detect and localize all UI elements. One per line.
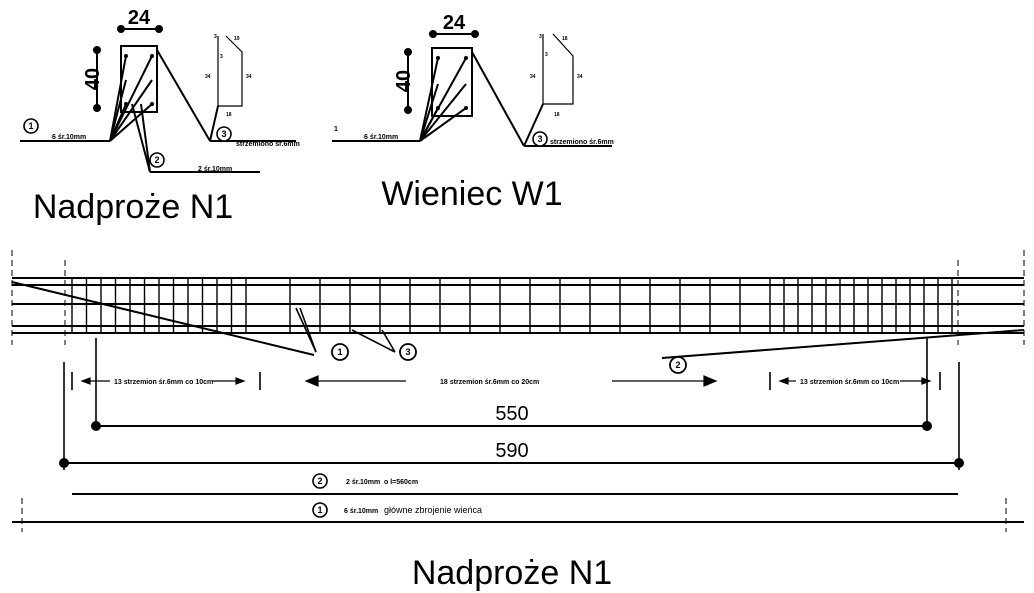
section-n1: 24 40 3 — [20, 7, 300, 226]
bar1-marker: 1 — [317, 505, 322, 515]
w1-width-dimension: 24 — [443, 12, 466, 34]
dimension-550: 550 — [495, 403, 528, 425]
w1-stirrup-dim: 18 — [554, 112, 560, 118]
bar2-count: 2 śr.10mm — [346, 479, 380, 486]
dimension-590: 590 — [495, 440, 528, 462]
n1-marker-3: 3 — [221, 129, 226, 139]
w1-marker-3: 3 — [537, 134, 542, 144]
w1-stirrup-dim: 18 — [562, 36, 568, 42]
n1-marker-1: 1 — [28, 121, 33, 131]
elevation-marker-1: 1 — [337, 347, 342, 357]
elevation-marker-2: 2 — [675, 360, 680, 370]
w1-stirrup-dim: 34 — [530, 74, 536, 80]
w1-section-title: Wieniec W1 — [381, 175, 562, 213]
stirrups-left-label: 13 strzemion śr.6mm co 10cm — [114, 379, 213, 386]
n1-stirrup-dim: 34 — [246, 74, 252, 80]
w1-bar3-label: strzemiono śr.6mm — [550, 139, 614, 146]
elevation-title: Nadproże N1 — [412, 554, 612, 592]
bar2-length: o l=560cm — [384, 479, 418, 486]
w1-stirrup-dim: 3 — [545, 52, 548, 58]
bar2-marker: 2 — [317, 476, 322, 486]
bar1-description: główne zbrojenie wieńca — [384, 505, 482, 515]
n1-section-title: Nadproże N1 — [33, 188, 233, 226]
n1-stirrup-dim: 3 — [220, 54, 223, 60]
n1-width-dimension: 24 — [128, 7, 151, 29]
w1-stirrup-dim: 3 — [539, 34, 542, 40]
w1-height-dimension: 40 — [393, 70, 415, 92]
section-w1: 24 40 3 18 3 34 34 18 1 3 6 śr — [332, 12, 614, 213]
w1-stirrup-dim: 34 — [577, 74, 583, 80]
n1-bar1-label: 6 śr.10mm — [52, 134, 86, 141]
n1-bar3-label: strzemiono śr.6mm — [236, 141, 300, 148]
w1-marker-1: 1 — [334, 126, 338, 133]
elevation-marker-3: 3 — [405, 347, 410, 357]
elevation-view: 1 3 2 1 — [11, 250, 1025, 592]
stirrups-middle-label: 18 strzemion śr.6mm co 20cm — [440, 379, 539, 386]
n1-bar2-label: 2 śr.10mm — [198, 166, 232, 173]
n1-marker-2: 2 — [154, 155, 159, 165]
stirrups-right-label: 13 strzemion śr.6mm co 10cm — [800, 379, 899, 386]
bar1-count: 6 śr.10mm — [344, 508, 378, 515]
n1-stirrup-dim: 34 — [205, 74, 211, 80]
w1-bar1-label: 6 śr.10mm — [364, 134, 398, 141]
n1-stirrup-dim: 3 — [214, 34, 217, 40]
n1-height-dimension: 40 — [82, 68, 104, 90]
n1-stirrup-dim: 18 — [226, 112, 232, 118]
n1-stirrup-dim: 19 — [234, 36, 240, 42]
